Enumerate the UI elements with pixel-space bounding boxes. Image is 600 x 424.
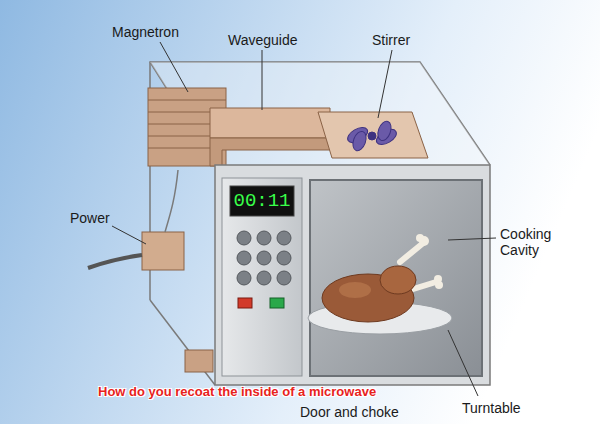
chicken-food [322,234,443,322]
start-button [270,298,284,308]
leader-lines [112,42,496,396]
stirrer-housing [318,112,428,158]
part-label: Cooking Cavity [500,226,564,258]
part-label: Waveguide [228,32,298,48]
keypad-buttons [237,231,291,285]
front-face [215,165,490,385]
stop-button [238,298,252,308]
power-supply [142,232,184,270]
caption: How do you recoat the inside of a microw… [98,384,376,399]
part-label: Turntable [462,400,521,416]
part-label: Stirrer [372,32,410,48]
part-label: Magnetron [112,24,179,40]
power-cable [88,255,142,268]
power-wire [165,170,178,232]
waveguide-part [210,108,330,138]
part-label: Power [70,210,110,226]
display-screen [230,186,294,216]
display-readout: 00:11 [232,190,292,212]
part-label: Door and choke [300,404,399,420]
waveguide-part [210,138,330,166]
control-panel [222,178,302,376]
choke-part [185,350,213,372]
stirrer-fan [345,120,399,153]
door-window [310,180,482,376]
